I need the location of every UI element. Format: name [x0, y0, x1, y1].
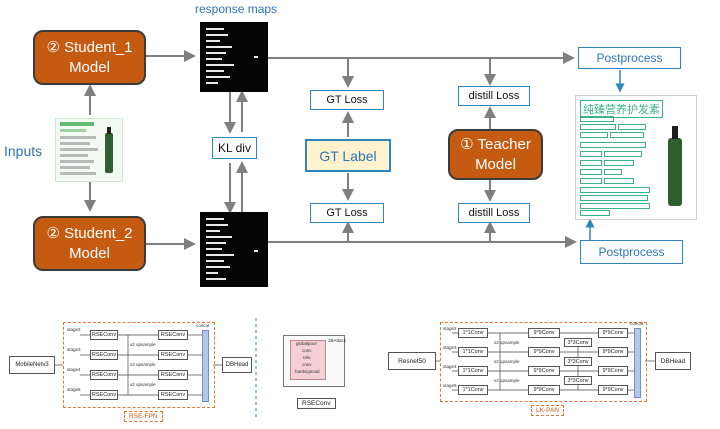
rse-concat-label: concat: [196, 323, 210, 328]
lk-upsample-1: x2 upsample: [494, 340, 520, 345]
student1-subtitle: Model: [69, 58, 110, 76]
rse-conv-a2: RSEConv: [90, 350, 118, 360]
output-product-image: 纯臻营养护发素: [575, 95, 697, 220]
student2-subtitle: Model: [69, 244, 110, 262]
rse-concat-bar: [202, 330, 209, 402]
lk-conv3-1: 3*3Conv: [564, 338, 592, 347]
teacher-title: ① Teacher: [460, 135, 531, 153]
rseconv-inner: [290, 340, 326, 380]
distill-loss-top: distill Loss: [458, 86, 530, 106]
gt-loss-bottom: GT Loss: [310, 203, 384, 223]
rse-upsample-3: x2 upsample: [130, 382, 156, 387]
rse-fpn-head: DBHead: [222, 357, 252, 373]
lk-pan-caption: LK-PAN: [531, 405, 564, 416]
rseconv-layer-5: hardsigmoid: [295, 369, 320, 374]
rseconv-layer-1: globalpool: [296, 341, 317, 346]
response-maps-label: response maps: [195, 2, 278, 16]
rse-conv-a1: RSEConv: [90, 330, 118, 340]
lk-conv3-3: 3*3Conv: [564, 376, 592, 385]
response-map-top: [200, 22, 268, 92]
lk-conv1-3: 1*1Conv: [458, 366, 488, 376]
lk-conv9-b4: 9*9Conv: [598, 385, 628, 395]
lk-conv1-2: 1*1Conv: [458, 347, 488, 357]
lk-pan-head: DBHead: [655, 352, 691, 370]
rseconv-side-label: 1BAttack: [328, 338, 347, 343]
response-map-bottom: [200, 212, 268, 287]
rse-conv-a4: RSEConv: [90, 390, 118, 400]
rse-conv-a3: RSEConv: [90, 370, 118, 380]
rse-conv-b2: RSEConv: [158, 350, 188, 360]
teacher-subtitle: Model: [475, 155, 516, 173]
rseconv-layer-2: conv: [302, 348, 312, 353]
rse-stage5: stage5: [67, 387, 81, 392]
rse-upsample-1: x2 upsample: [130, 342, 156, 347]
rse-fpn-caption: RSE-FPN: [124, 411, 163, 422]
lk-pan-backbone: Resnet50: [388, 352, 436, 370]
gt-loss-top: GT Loss: [310, 90, 384, 110]
student1-title: ② Student_1: [46, 38, 133, 56]
lk-conv9-b3: 9*9Conv: [598, 366, 628, 376]
lk-conv3-2: 3*3Conv: [564, 357, 592, 366]
kl-div-box: KL div: [212, 137, 257, 159]
rse-stage2: stage2: [67, 327, 81, 332]
lk-concat-bar: [634, 328, 641, 398]
lk-pan-container: [440, 322, 647, 402]
lk-conv9-b1: 9*9Conv: [598, 328, 628, 338]
rse-conv-b3: RSEConv: [158, 370, 188, 380]
lk-conv9-b2: 9*9Conv: [598, 347, 628, 357]
rse-conv-b1: RSEConv: [158, 330, 188, 340]
lk-conv9-a4: 9*9Conv: [528, 385, 560, 395]
lk-stage4: stage4: [443, 364, 457, 369]
lk-conv9-a3: 9*9Conv: [528, 366, 560, 376]
lk-concat-label: concat: [630, 321, 644, 326]
rse-conv-b4: RSEConv: [158, 390, 188, 400]
rse-stage4: stage4: [67, 367, 81, 372]
distill-loss-bottom: distill Loss: [458, 203, 530, 223]
rse-fpn-backbone: MobileNetv3: [9, 356, 55, 374]
lk-stage5: stage5: [443, 383, 457, 388]
lk-conv1-1: 1*1Conv: [458, 328, 488, 338]
lk-conv9-a1: 9*9Conv: [528, 328, 560, 338]
lk-stage2: stage2: [443, 326, 457, 331]
rseconv-layer-4: conv: [302, 362, 312, 367]
postprocess-top: Postprocess: [578, 47, 681, 69]
rseconv-layer-3: relu: [303, 355, 311, 360]
rse-stage3: stage3: [67, 347, 81, 352]
lk-upsample-2: x2 upsample: [494, 359, 520, 364]
lk-conv1-4: 1*1Conv: [458, 385, 488, 395]
rseconv-caption: RSEConv: [297, 398, 336, 409]
inputs-label: Inputs: [4, 143, 43, 159]
gt-label-box: GT Label: [305, 139, 391, 172]
output-bottle-icon: [668, 138, 682, 206]
student1-model: ② Student_1 Model: [33, 30, 146, 85]
input-product-image: [55, 118, 123, 182]
lk-upsample-3: x2 upsample: [494, 378, 520, 383]
bottle-icon: [105, 133, 113, 173]
lk-stage3: stage3: [443, 345, 457, 350]
output-title: 纯臻营养护发素: [580, 100, 663, 118]
lk-conv9-a2: 9*9Conv: [528, 347, 560, 357]
rse-upsample-2: x2 upsample: [130, 362, 156, 367]
rse-fpn-lines: [55, 334, 222, 396]
student2-title: ② Student_2: [46, 224, 133, 242]
student2-model: ② Student_2 Model: [33, 216, 146, 271]
teacher-model: ① Teacher Model: [448, 129, 543, 180]
postprocess-bottom: Postprocess: [580, 240, 683, 264]
